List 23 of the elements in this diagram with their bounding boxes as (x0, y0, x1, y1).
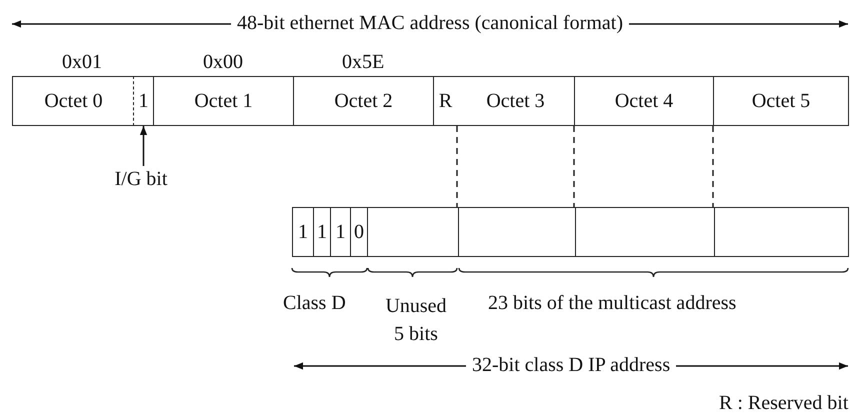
label: 0x01 (62, 51, 102, 73)
label: 0x00 (203, 51, 243, 73)
field-label: 0 (354, 220, 364, 244)
field-label: 1 (336, 220, 346, 244)
dimension-label: 48-bit ethernet MAC address (canonical format) (237, 12, 623, 34)
field-label: R (438, 90, 452, 112)
label: R : Reserved bit (719, 392, 848, 414)
field-label: Octet 5 (752, 90, 810, 112)
field-label: 1 (317, 220, 327, 244)
label: 23 bits of the multicast address (488, 292, 736, 314)
brace-label: Unused 5 bits (384, 294, 448, 347)
field-label: Octet 3 (486, 90, 545, 112)
field-label: Octet 1 (194, 90, 253, 112)
field-label: Octet 4 (614, 90, 674, 112)
field-label: Octet 0 (44, 90, 103, 112)
label: Class D (283, 292, 346, 314)
dimension-label: 32-bit class D IP address (472, 354, 670, 376)
field-label: 1 (138, 90, 148, 112)
field-label: Octet 2 (334, 90, 393, 112)
field-label: 1 (298, 220, 308, 244)
arrow (140, 126, 148, 166)
label: 0x5E (342, 51, 384, 73)
callout-label: I/G bit (114, 168, 168, 190)
